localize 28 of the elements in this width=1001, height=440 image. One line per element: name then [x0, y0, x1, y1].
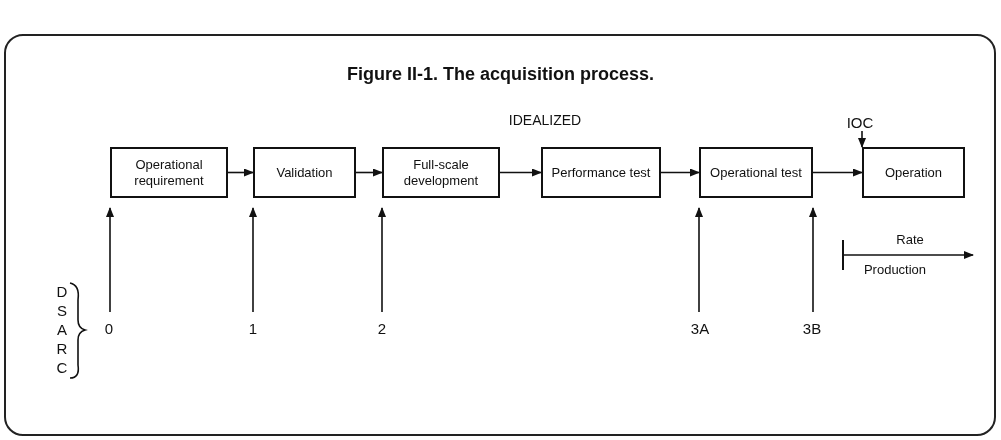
milestone-label: 3B — [799, 318, 825, 338]
axis-label: Production — [862, 262, 928, 277]
process-box: Validation — [253, 147, 356, 198]
milestone-label: 0 — [99, 318, 119, 338]
arrow — [695, 207, 703, 313]
arrow — [355, 168, 383, 177]
process-box: Operational requirement — [110, 147, 228, 198]
arrow — [249, 207, 257, 313]
axis-label: Rate — [895, 232, 925, 247]
milestone-label: IOC — [845, 113, 875, 131]
milestone-label: 2 — [372, 318, 392, 338]
milestone-label: 3A — [687, 318, 713, 338]
figure-title: Figure II-1. The acquisition process. — [345, 64, 656, 85]
process-box: Operational test — [699, 147, 813, 198]
arrow — [660, 168, 700, 177]
group-label: DSARC — [55, 282, 69, 377]
arrow — [227, 168, 254, 177]
milestone-label: 1 — [243, 318, 263, 338]
arrow — [812, 168, 863, 177]
arrow — [809, 207, 817, 313]
process-box: Full-scale development — [382, 147, 500, 198]
arrow — [378, 207, 386, 313]
stage-label: IDEALIZED — [507, 112, 583, 128]
arrow — [499, 168, 542, 177]
arrow — [106, 207, 114, 313]
arrow — [858, 130, 866, 148]
process-box: Performance test — [541, 147, 661, 198]
process-box: Operation — [862, 147, 965, 198]
